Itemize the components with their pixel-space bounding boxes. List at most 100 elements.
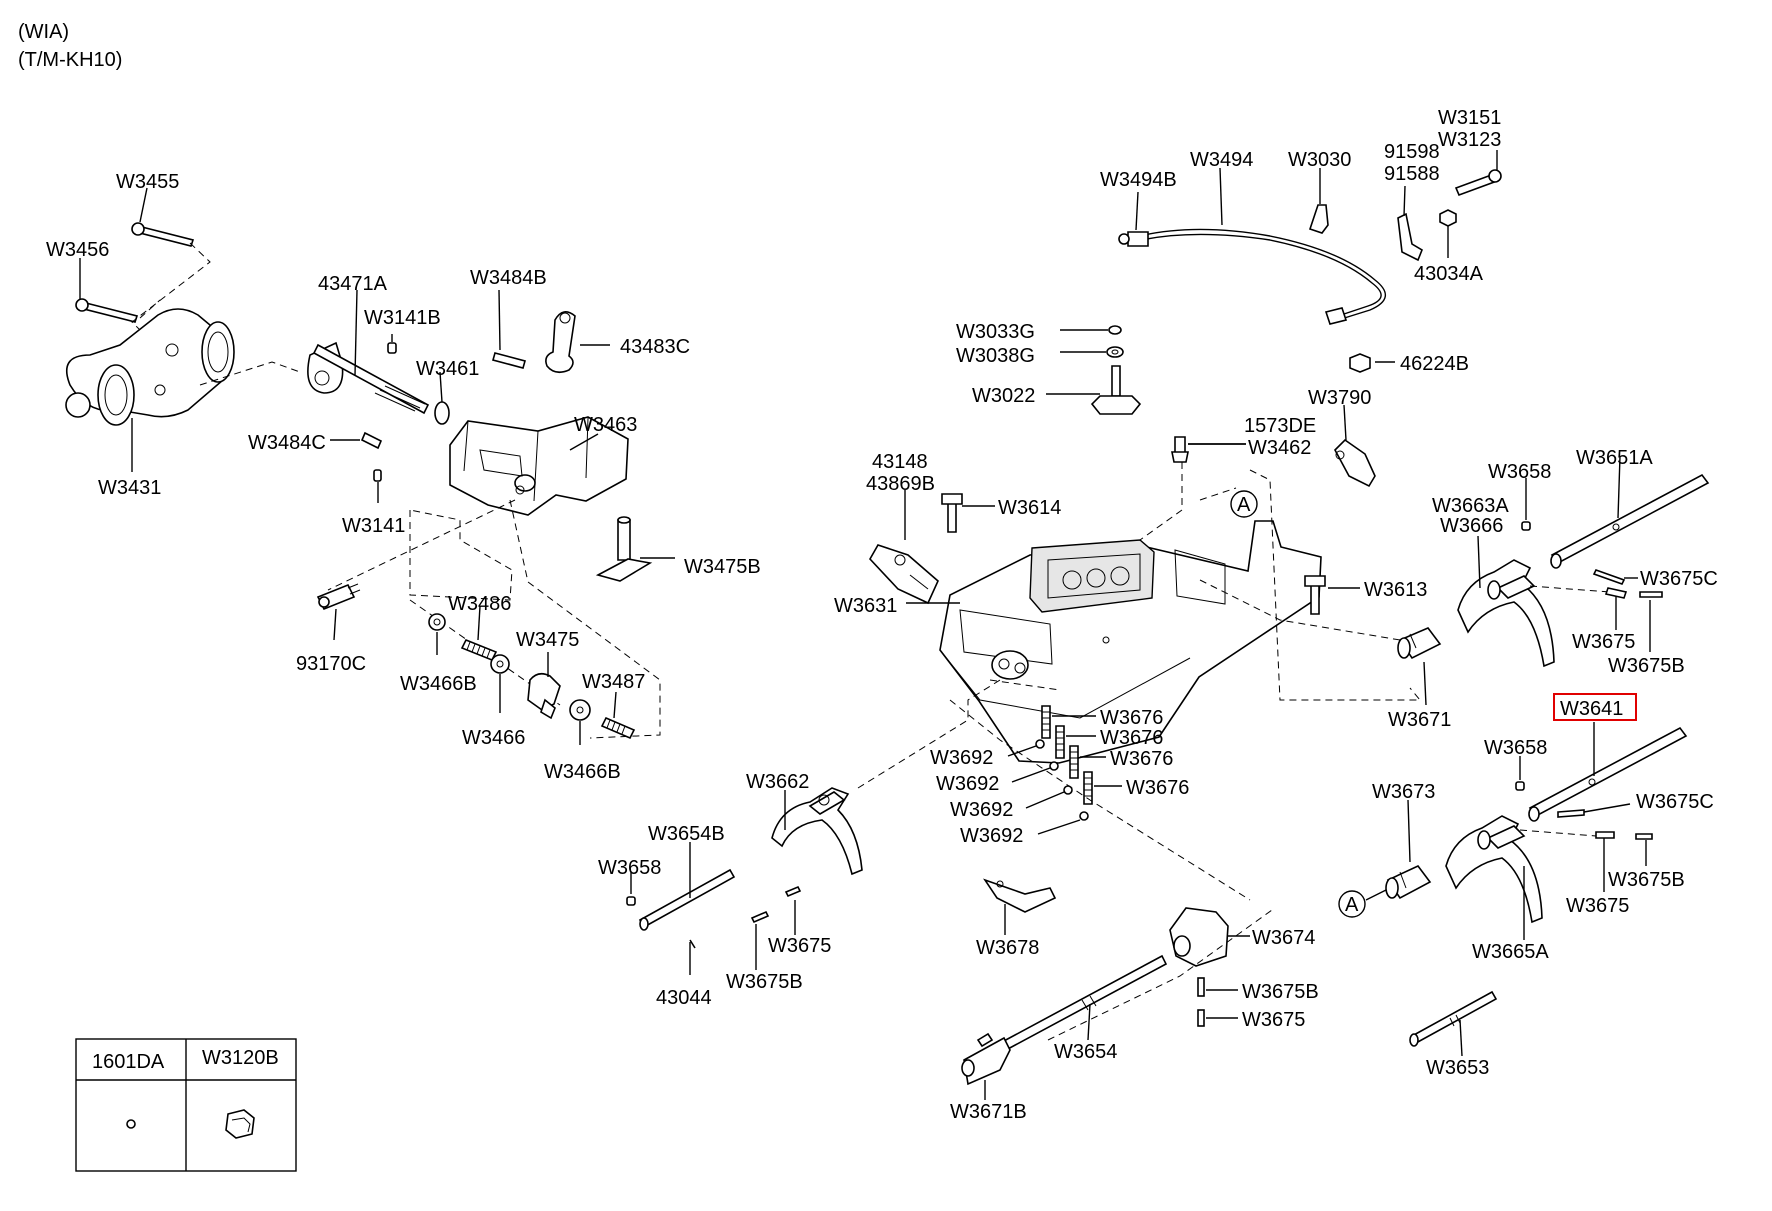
shift-rail-w3651a[interactable] (1550, 473, 1710, 569)
pin-w3675-d[interactable] (1197, 1009, 1205, 1027)
shift-rod-w3653[interactable] (1409, 990, 1498, 1047)
shift-block-w3674[interactable] (1169, 907, 1229, 967)
ball-w3692-4[interactable] (1079, 811, 1089, 821)
label-w3675c-a: W3675C (1640, 568, 1718, 590)
shift-rod-w3654b[interactable] (638, 868, 736, 931)
label-w3466: W3466 (462, 727, 525, 749)
pin-w3484b[interactable] (492, 352, 526, 369)
bolt-w3614[interactable] (941, 493, 963, 533)
spring-w3676-2[interactable] (1055, 725, 1065, 759)
shift-lever-43471a[interactable] (307, 341, 430, 415)
label-w3614: W3614 (998, 497, 1061, 519)
pin-w3675b-c[interactable] (750, 910, 770, 924)
label-w3676-3: W3676 (1110, 748, 1173, 770)
label-w3676-2: W3676 (1100, 727, 1163, 749)
shift-fork-w3665a[interactable] (1445, 815, 1543, 924)
pin-w3675b-a[interactable] (1639, 591, 1663, 598)
pin-43044[interactable] (689, 939, 696, 949)
spring-w3676-3[interactable] (1069, 745, 1079, 779)
sleeve-w3671[interactable] (1397, 627, 1442, 660)
bracket-91598[interactable] (1397, 212, 1423, 262)
bracket-43483c[interactable] (545, 311, 576, 374)
label-w3658-b: W3658 (1484, 737, 1547, 759)
label-w3676-4: W3676 (1126, 777, 1189, 799)
bolt-w3613[interactable] (1304, 575, 1326, 615)
washer-w3038g[interactable] (1106, 346, 1124, 358)
pin-w3675-b[interactable] (1595, 831, 1615, 839)
spring-w3486[interactable] (460, 638, 498, 662)
ball-w3692-2[interactable] (1049, 761, 1059, 771)
header-line-1: (WIA) (18, 21, 69, 43)
label-w3692-2: W3692 (936, 773, 999, 795)
ball-w3692-3[interactable] (1063, 785, 1073, 795)
label-43034a: 43034A (1414, 263, 1484, 285)
pin-w3658-a[interactable] (1521, 521, 1531, 531)
label-w3653: W3653 (1426, 1057, 1489, 1079)
spring-w3676-4[interactable] (1083, 771, 1093, 805)
label-43471a: 43471A (318, 273, 388, 295)
label-w3654b: W3654B (648, 823, 725, 845)
clutch-housing-w3431[interactable] (65, 308, 235, 426)
pin-w3675-a[interactable] (1604, 587, 1628, 599)
nut-46224b[interactable] (1349, 353, 1371, 373)
plate-w3678[interactable] (983, 878, 1057, 913)
switch-w3022[interactable] (1090, 365, 1142, 415)
reference-letter-a-upper: A (1237, 494, 1251, 516)
shift-rail-w3641[interactable] (1528, 726, 1688, 822)
spring-w3487[interactable] (600, 716, 636, 740)
clip-w3030[interactable] (1308, 204, 1329, 234)
label-w3675b-d: W3675B (1242, 981, 1319, 1003)
cable-end-w3494b[interactable] (1118, 231, 1149, 247)
shift-fork-w3666[interactable] (1457, 559, 1555, 668)
o-ring-w3461[interactable] (434, 401, 450, 425)
label-43869b: 43869B (866, 473, 935, 495)
bolt-w3455[interactable] (131, 222, 195, 247)
spring-w3676-1[interactable] (1041, 705, 1051, 739)
pin-w3675b-d[interactable] (1197, 977, 1205, 997)
bracket-w3790[interactable] (1334, 438, 1376, 488)
sleeve-w3673[interactable] (1385, 865, 1432, 900)
bolt-w3151[interactable] (1454, 169, 1502, 197)
washer-w3466b-top[interactable] (428, 613, 446, 631)
pin-w3675c-b[interactable] (1557, 809, 1585, 818)
shift-fork-w3662[interactable] (771, 787, 863, 876)
label-w3466b-bottom: W3466B (544, 761, 621, 783)
shift-lug-w3671b[interactable] (961, 1032, 1011, 1086)
washer-w3466b-bottom[interactable] (569, 699, 591, 721)
washer-w3466[interactable] (490, 654, 510, 674)
guide-w3475[interactable] (527, 672, 561, 720)
pin-w3658-b[interactable] (1515, 781, 1525, 791)
label-w3666: W3666 (1440, 515, 1503, 537)
ball-w3692-1[interactable] (1035, 739, 1045, 749)
washer-w3033g[interactable] (1108, 325, 1122, 335)
reference-circle-a-lower (1338, 890, 1366, 918)
cable-w3494[interactable] (1131, 228, 1386, 321)
pin-w3675c-a[interactable] (1592, 569, 1626, 585)
pin-w3675b-b[interactable] (1635, 833, 1653, 840)
nut-43034a[interactable] (1439, 209, 1457, 227)
label-w3678: W3678 (976, 937, 1039, 959)
pin-w3675-c[interactable] (784, 885, 802, 898)
label-w3663a: W3663A (1432, 495, 1509, 517)
pin-w3658-c[interactable] (626, 896, 636, 906)
label-w3641[interactable]: W3641 (1560, 698, 1623, 720)
legend-part-w3120b[interactable] (225, 1109, 255, 1139)
pin-w3484c[interactable] (360, 431, 383, 450)
lever-w3475b[interactable] (595, 516, 653, 582)
legend-part-1601da[interactable] (126, 1119, 136, 1129)
pin-w3141[interactable] (373, 469, 382, 482)
label-w3486: W3486 (448, 593, 511, 615)
label-43483c: 43483C (620, 336, 690, 358)
pin-w3141b[interactable] (387, 342, 397, 354)
label-w3431: W3431 (98, 477, 161, 499)
label-w3456: W3456 (46, 239, 109, 261)
label-w3038g: W3038G (956, 345, 1035, 367)
legend-col1-header: 1601DA (92, 1051, 165, 1073)
fitting-1573de[interactable] (1171, 436, 1189, 463)
label-43044: 43044 (656, 987, 712, 1009)
bolt-w3456[interactable] (75, 298, 139, 323)
label-w3141b: W3141B (364, 307, 441, 329)
label-w3662: W3662 (746, 771, 809, 793)
shift-shaft-w3654[interactable] (1000, 954, 1168, 1052)
switch-93170c[interactable] (316, 583, 361, 611)
